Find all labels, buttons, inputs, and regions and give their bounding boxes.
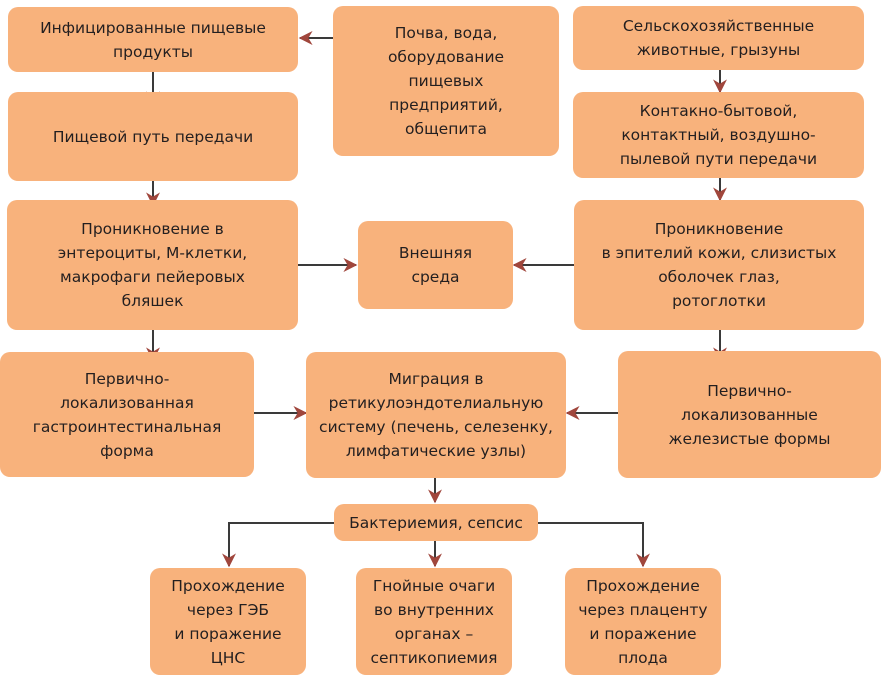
arrow-bacteremia-to-placenta: [538, 522, 650, 568]
node-bacteremia: Бактериемия, сепсис: [334, 504, 538, 541]
node-enterocytes: Проникновение в энтероциты, М-клетки, ма…: [7, 200, 298, 330]
node-bbb: Прохождение через ГЭБ и поражение ЦНС: [150, 568, 306, 675]
node-soil-water: Почва, вода, оборудование пищевых предпр…: [333, 6, 559, 156]
node-abscesses: Гнойные очаги во внутренних органах – се…: [356, 568, 512, 675]
node-glandular-forms: Первично- локализованные железистые форм…: [618, 351, 881, 478]
node-food-route: Пищевой путь передачи: [8, 92, 298, 181]
node-skin-penetration: Проникновение в эпителий кожи, слизистых…: [574, 200, 864, 330]
arrow-bacteremia-to-bbb: [222, 522, 334, 568]
node-farm-animals: Сельскохозяйственные животные, грызуны: [573, 6, 864, 70]
node-infected-food: Инфицированные пищевые продукты: [8, 7, 298, 72]
node-gastro-form: Первично- локализованная гастроинтестина…: [0, 352, 254, 477]
node-placenta: Прохождение через плаценту и поражение п…: [565, 568, 721, 675]
node-contact-routes: Контакно-бытовой, контактный, воздушно- …: [573, 92, 864, 178]
node-migration: Миграция в ретикулоэндотелиальную систем…: [306, 352, 566, 478]
node-environment: Внешняя среда: [358, 221, 513, 309]
